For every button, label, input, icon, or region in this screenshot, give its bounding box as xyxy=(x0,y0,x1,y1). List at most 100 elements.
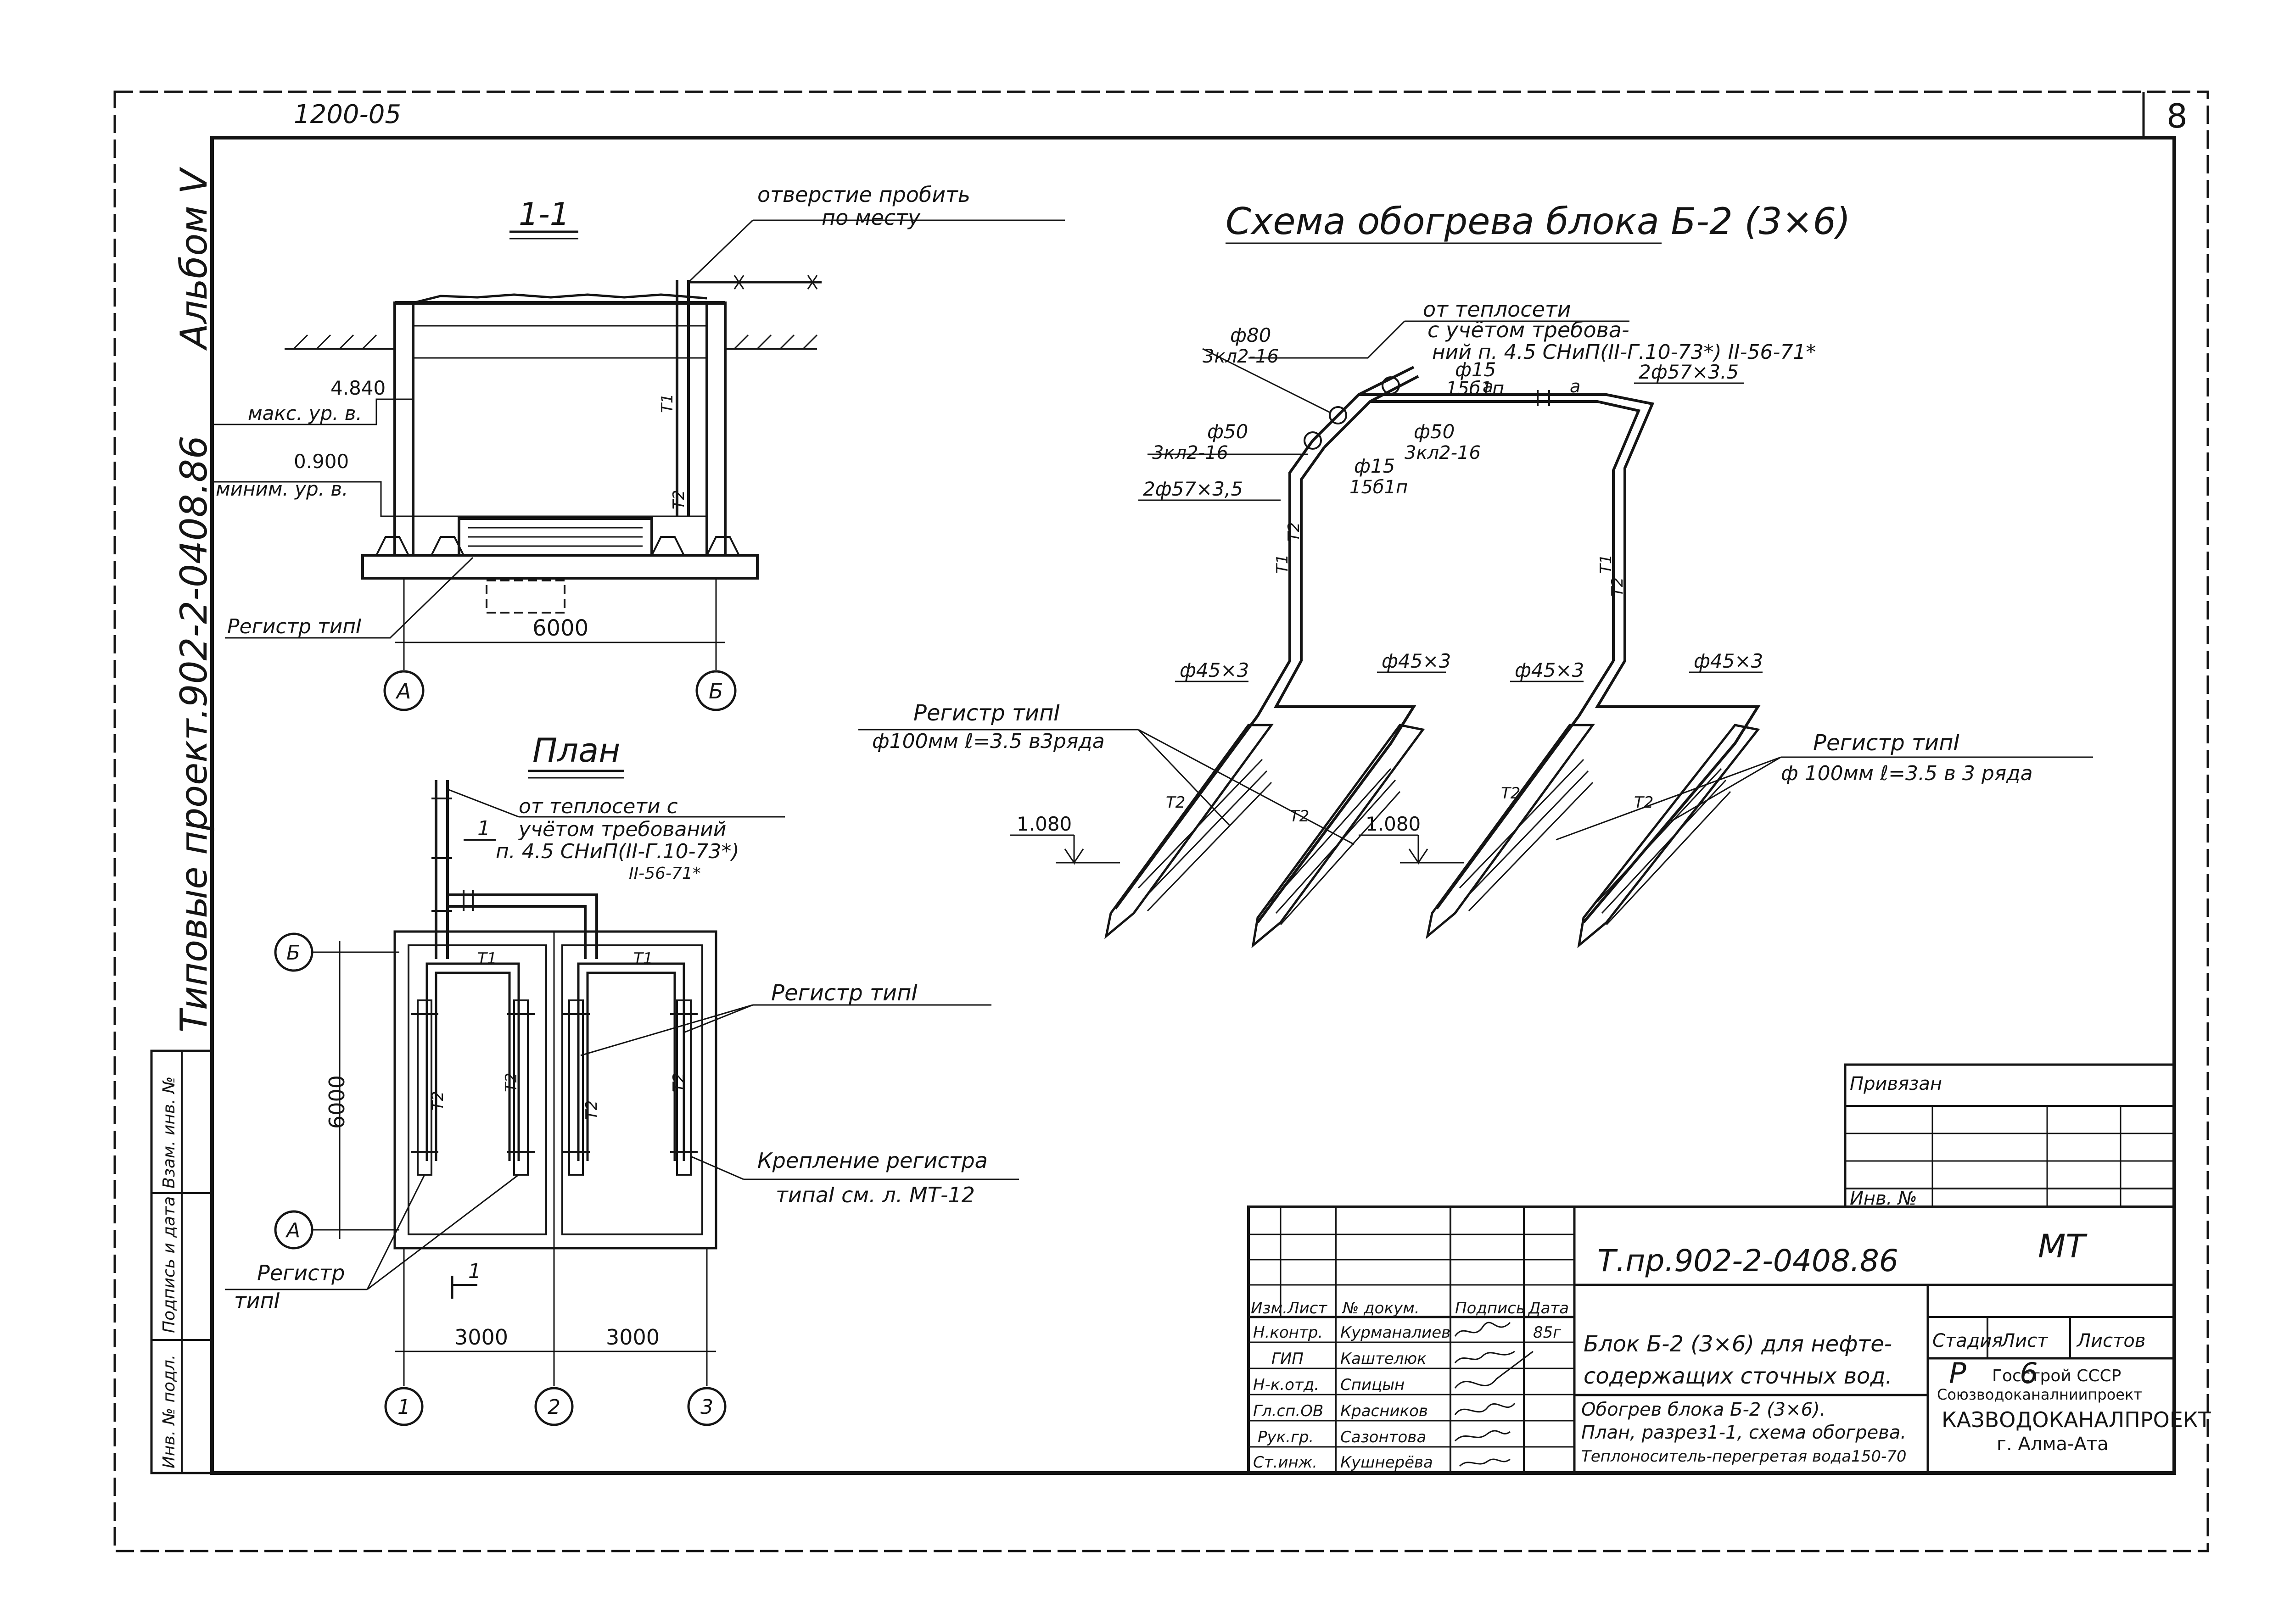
plan-axis-a: А xyxy=(285,1219,300,1242)
side-stamp-signature: Подпись и дата xyxy=(160,1196,179,1333)
plan-source-1: от теплосети с xyxy=(519,795,678,818)
sheet-label: Лист xyxy=(2000,1330,2049,1351)
scheme-d45-4: ф45×3 xyxy=(1694,650,1763,672)
scheme-source-2: с учётом требова- xyxy=(1427,318,1629,342)
plan-cutmark-top: 1 xyxy=(477,817,490,840)
plan-view: План от теплосети с учётом требований п.… xyxy=(225,731,1019,1426)
scheme-register-left-2: ф100мм ℓ=3.5 в3ряда xyxy=(872,730,1105,753)
plan-title: План xyxy=(532,731,620,770)
scheme-pair-top: 2ф57×3.5 xyxy=(1639,361,1739,383)
scheme-mark-a1: а xyxy=(1483,376,1493,396)
archive-number: 1200-05 xyxy=(294,100,401,129)
sheet-number: 8 xyxy=(2166,97,2188,135)
scheme-v4: 3кл2-16 xyxy=(1405,442,1481,463)
scheme-d50a: ф50 xyxy=(1207,420,1248,443)
plan-t2-3: T2 xyxy=(582,1100,601,1120)
sheet-line-3: Теплоноситель-перегретая вода150-70 xyxy=(1581,1447,1907,1466)
plan-dim-left: 3000 xyxy=(454,1325,508,1350)
row-role: Н.контр. xyxy=(1253,1323,1323,1342)
scheme-t2-riser-left: T2 xyxy=(1285,522,1303,541)
header-doc: № докум. xyxy=(1342,1299,1420,1317)
section-pipe-t2: T2 xyxy=(670,490,688,509)
plan-t1-left: T1 xyxy=(477,949,497,968)
plan-dim-right: 3000 xyxy=(606,1325,660,1350)
scheme-register-left-1: Регистр типI xyxy=(913,700,1060,726)
plan-t2-4: T2 xyxy=(670,1073,688,1092)
row-name: Спицын xyxy=(1340,1376,1405,1394)
sheet-line-2: План, разрез1-1, схема обогрева. xyxy=(1581,1422,1906,1443)
plan-t2-1: T2 xyxy=(429,1091,447,1111)
plan-register-left-1: Регистр xyxy=(257,1261,345,1285)
min-level-label: миним. ур. в. xyxy=(216,478,348,500)
row-role: Ст.инж. xyxy=(1253,1453,1317,1472)
plan-source-3: п. 4.5 СНиП(II-Г.10-73*) xyxy=(496,840,739,863)
binding-label: Привязан xyxy=(1850,1073,1942,1094)
scheme-d15a: ф15 xyxy=(1455,358,1496,381)
scheme-d45-3: ф45×3 xyxy=(1515,659,1584,681)
plan-t2-2: T2 xyxy=(502,1073,521,1092)
scheme-d50b: ф50 xyxy=(1414,420,1455,443)
sheet-no-value: 6 xyxy=(2020,1356,2038,1390)
plan-mount-2: типаI см. л. МТ-12 xyxy=(776,1183,975,1207)
plan-source-4: II-56-71* xyxy=(629,864,701,883)
row-name: Сазонтова xyxy=(1340,1428,1426,1446)
row-role: Н-к.отд. xyxy=(1253,1376,1319,1394)
sheet-frame xyxy=(113,90,2209,1552)
section-axis-b: Б xyxy=(709,679,723,703)
stage-label: Стадия xyxy=(1932,1330,2003,1351)
scheme-d15b: ф15 xyxy=(1354,455,1395,477)
header-date: Дата xyxy=(1528,1299,1569,1317)
sheets-label: Листов xyxy=(2076,1330,2145,1351)
scheme-t1-riser-right: T1 xyxy=(1597,554,1615,574)
section-register-label: Регистр типI xyxy=(227,615,362,638)
row-name: Красников xyxy=(1340,1402,1428,1420)
scheme-elev-left: 1.080 xyxy=(1017,813,1072,835)
scheme-d45-1: ф45×3 xyxy=(1180,659,1249,681)
scheme-pair-left: 2ф57×3,5 xyxy=(1143,478,1243,500)
org-line-4: г. Алма-Ата xyxy=(1997,1434,2109,1455)
plan-axis-1: 1 xyxy=(397,1395,410,1419)
scheme-title: Схема обогрева блока Б-2 (3×6) xyxy=(1226,200,1851,243)
title-block xyxy=(1247,1205,2176,1474)
plan-cutmark-bottom: 1 xyxy=(468,1260,481,1283)
row-name: Курманалиев xyxy=(1340,1323,1450,1342)
plan-axis-b: Б xyxy=(286,941,300,965)
scheme-t2-left-b: T2 xyxy=(1290,807,1309,826)
plan-axis-3: 3 xyxy=(700,1395,713,1419)
doc-mark: МТ xyxy=(2038,1228,2088,1265)
section-title: 1-1 xyxy=(519,196,570,233)
scheme-d80: ф80 xyxy=(1230,324,1271,346)
scheme-t1-riser-left: T1 xyxy=(1273,554,1292,574)
header-sheet: Лист xyxy=(1287,1299,1327,1317)
plan-source-2: учётом требований xyxy=(518,818,726,841)
stage-cell: Р xyxy=(1930,1356,1985,1390)
org-line-1: Госстрой СССР xyxy=(1992,1367,2121,1385)
hole-note-1: отверстие пробить xyxy=(757,182,970,207)
sheet-no-cell: 6 xyxy=(1990,1356,2068,1390)
object-line-2: содержащих сточных вод. xyxy=(1584,1363,1892,1389)
scheme-v2: 15б1п xyxy=(1446,378,1504,399)
doc-code: Т.пр.902-2-0408.86 xyxy=(1597,1243,1898,1278)
scheme-v1: 3кл2-16 xyxy=(1203,346,1279,367)
signatures xyxy=(1454,1322,1534,1467)
org-line-2: Союзводоканалниипроект xyxy=(1937,1386,2142,1403)
plan-register-right: Регистр типI xyxy=(771,980,918,1006)
scheme-mark-a2: а xyxy=(1570,376,1580,396)
sheet-line-1: Обогрев блока Б-2 (3×6). xyxy=(1581,1399,1825,1420)
scheme-register-right-1: Регистр типI xyxy=(1813,730,1960,756)
side-stamp-inv: Инв. № подл. xyxy=(160,1355,179,1468)
plan-register-left-2: типI xyxy=(234,1288,280,1313)
scheme-t2-right-a: T2 xyxy=(1501,784,1520,803)
album-label: Альбом V xyxy=(173,167,215,351)
scheme-register-right-2: ф 100мм ℓ=3.5 в 3 ряда xyxy=(1781,762,2033,785)
row-name: Каштелюк xyxy=(1340,1350,1427,1368)
scheme-t2-right-b: T2 xyxy=(1634,793,1653,812)
side-stamp xyxy=(150,1049,213,1474)
series-label: Типовые проект.902-2-0408.86 xyxy=(173,435,215,1032)
section-pipe-t1: T1 xyxy=(658,394,677,413)
scheme-v5: 15б1п xyxy=(1349,477,1408,498)
scheme-d45-2: ф45×3 xyxy=(1382,650,1451,672)
hole-note-2: по месту xyxy=(822,205,921,230)
min-level-value: 0.900 xyxy=(294,450,349,473)
